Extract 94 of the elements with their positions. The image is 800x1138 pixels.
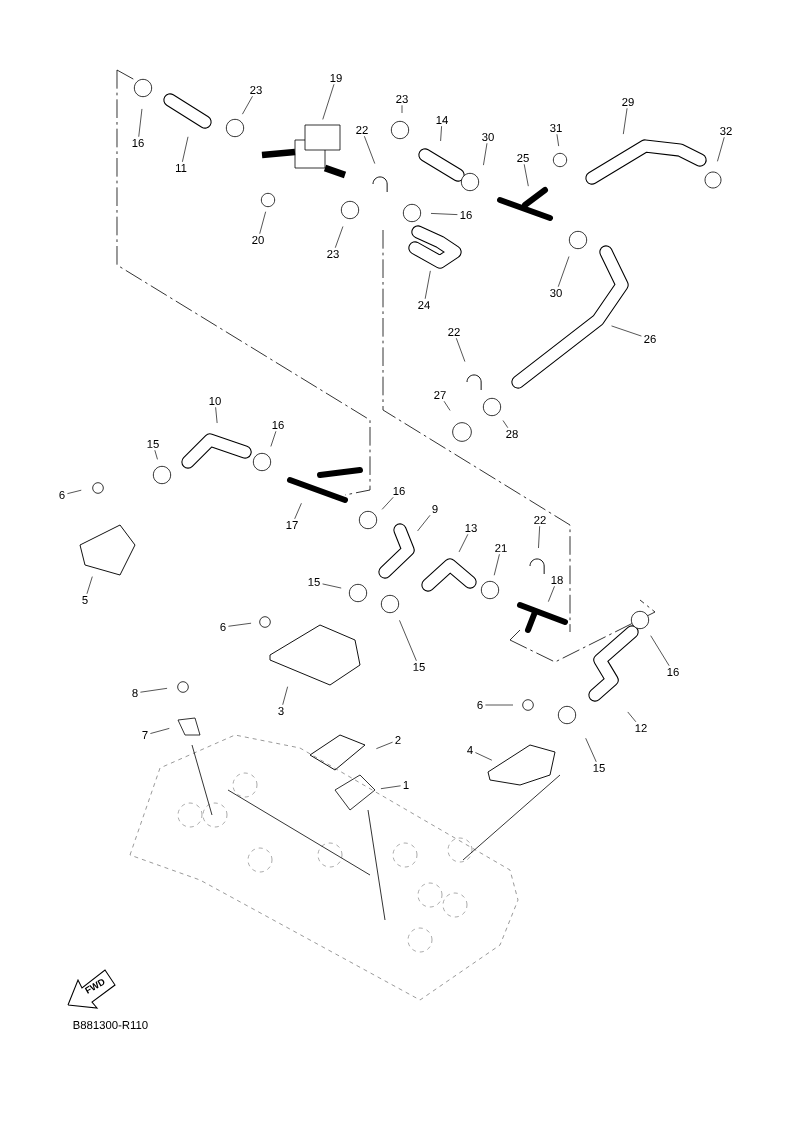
leader-line	[538, 525, 540, 549]
leader-line	[86, 576, 93, 595]
leader-line	[182, 136, 189, 163]
callout-number: 4	[467, 746, 473, 754]
leader-line	[440, 125, 442, 142]
callout-number: 16	[667, 668, 679, 676]
leader-line	[455, 337, 466, 362]
leader-line	[493, 553, 500, 576]
leader-line	[228, 622, 252, 627]
leader-line	[627, 711, 637, 723]
leader-line	[430, 213, 458, 215]
callout-number: 15	[147, 440, 159, 448]
callout-number: 25	[517, 154, 529, 162]
leader-line	[150, 728, 170, 734]
leader-line	[364, 135, 376, 164]
leader-line	[67, 489, 82, 494]
callout-number: 29	[622, 98, 634, 106]
leader-line	[380, 785, 401, 790]
leader-line	[717, 136, 725, 162]
leader-line	[399, 619, 417, 662]
callout-number: 6	[59, 491, 65, 499]
leader-line	[585, 737, 597, 763]
leader-line	[322, 83, 335, 120]
leader-line	[424, 270, 431, 300]
callout-number: 15	[413, 663, 425, 671]
callout-number: 2	[395, 736, 401, 744]
callout-number: 19	[330, 74, 342, 82]
callout-number: 24	[418, 301, 430, 309]
callout-number: 26	[644, 335, 656, 343]
callout-number: 16	[132, 139, 144, 147]
callout-number: 11	[176, 164, 187, 172]
leader-line	[154, 449, 158, 460]
leader-line	[401, 104, 403, 114]
leader-line	[140, 688, 168, 693]
leader-line	[381, 496, 394, 510]
callout-number: 31	[550, 124, 562, 132]
leader-line	[215, 406, 218, 424]
callout-number: 17	[286, 521, 298, 529]
callout-number: 22	[534, 516, 546, 524]
callout-number: 15	[593, 764, 605, 772]
leader-line	[611, 325, 642, 337]
callout-number: 3	[278, 707, 284, 715]
callout-number: 10	[209, 397, 221, 405]
callout-number: 6	[477, 701, 483, 709]
callout-number: 16	[393, 487, 405, 495]
leader-line	[483, 142, 488, 166]
callout-number: 7	[142, 731, 148, 739]
leader-line	[557, 256, 570, 288]
callout-number: 23	[250, 86, 262, 94]
leader-line	[523, 163, 529, 187]
callout-number: 32	[720, 127, 732, 135]
callout-number: 23	[327, 250, 339, 258]
callout-number: 30	[482, 133, 494, 141]
callout-number: 12	[635, 724, 647, 732]
callout-number: 8	[132, 689, 138, 697]
callout-number: 22	[448, 328, 460, 336]
leader-line	[458, 533, 469, 553]
callout-number: 1	[403, 781, 409, 789]
leader-line	[443, 400, 451, 411]
leader-line	[650, 635, 670, 667]
callout-number: 6	[220, 623, 226, 631]
callout-number: 16	[272, 421, 284, 429]
callout-number: 20	[252, 236, 264, 244]
callout-number: 23	[396, 95, 408, 103]
diagram-code: B881300-R110	[73, 1021, 148, 1029]
leader-line	[548, 585, 555, 602]
leader-line	[485, 704, 514, 706]
callout-number: 22	[356, 126, 368, 134]
leader-line	[282, 686, 288, 706]
callout-number: 14	[436, 116, 448, 124]
leader-line	[322, 583, 342, 589]
leader-line	[417, 514, 431, 532]
callout-number: 9	[432, 505, 438, 513]
leader-line	[502, 420, 509, 429]
callout-number: 5	[82, 596, 88, 604]
leader-line	[475, 752, 493, 761]
leader-line	[138, 108, 143, 138]
leader-line	[556, 133, 559, 147]
leader-line	[334, 226, 344, 249]
callout-number: 13	[465, 524, 477, 532]
leader-line	[270, 430, 277, 447]
leader-line	[376, 741, 393, 749]
leader-line	[242, 95, 253, 115]
callout-number: 18	[551, 576, 563, 584]
callout-number: 28	[506, 430, 518, 438]
leader-line	[294, 502, 302, 520]
callout-number: 21	[495, 544, 507, 552]
callout-number: 27	[434, 391, 446, 399]
direction-label: FWD	[84, 979, 105, 994]
leader-line	[259, 211, 266, 235]
callout-number: 16	[460, 211, 472, 219]
leader-line	[622, 107, 628, 135]
callout-number: 30	[550, 289, 562, 297]
callout-number: 15	[308, 578, 320, 586]
